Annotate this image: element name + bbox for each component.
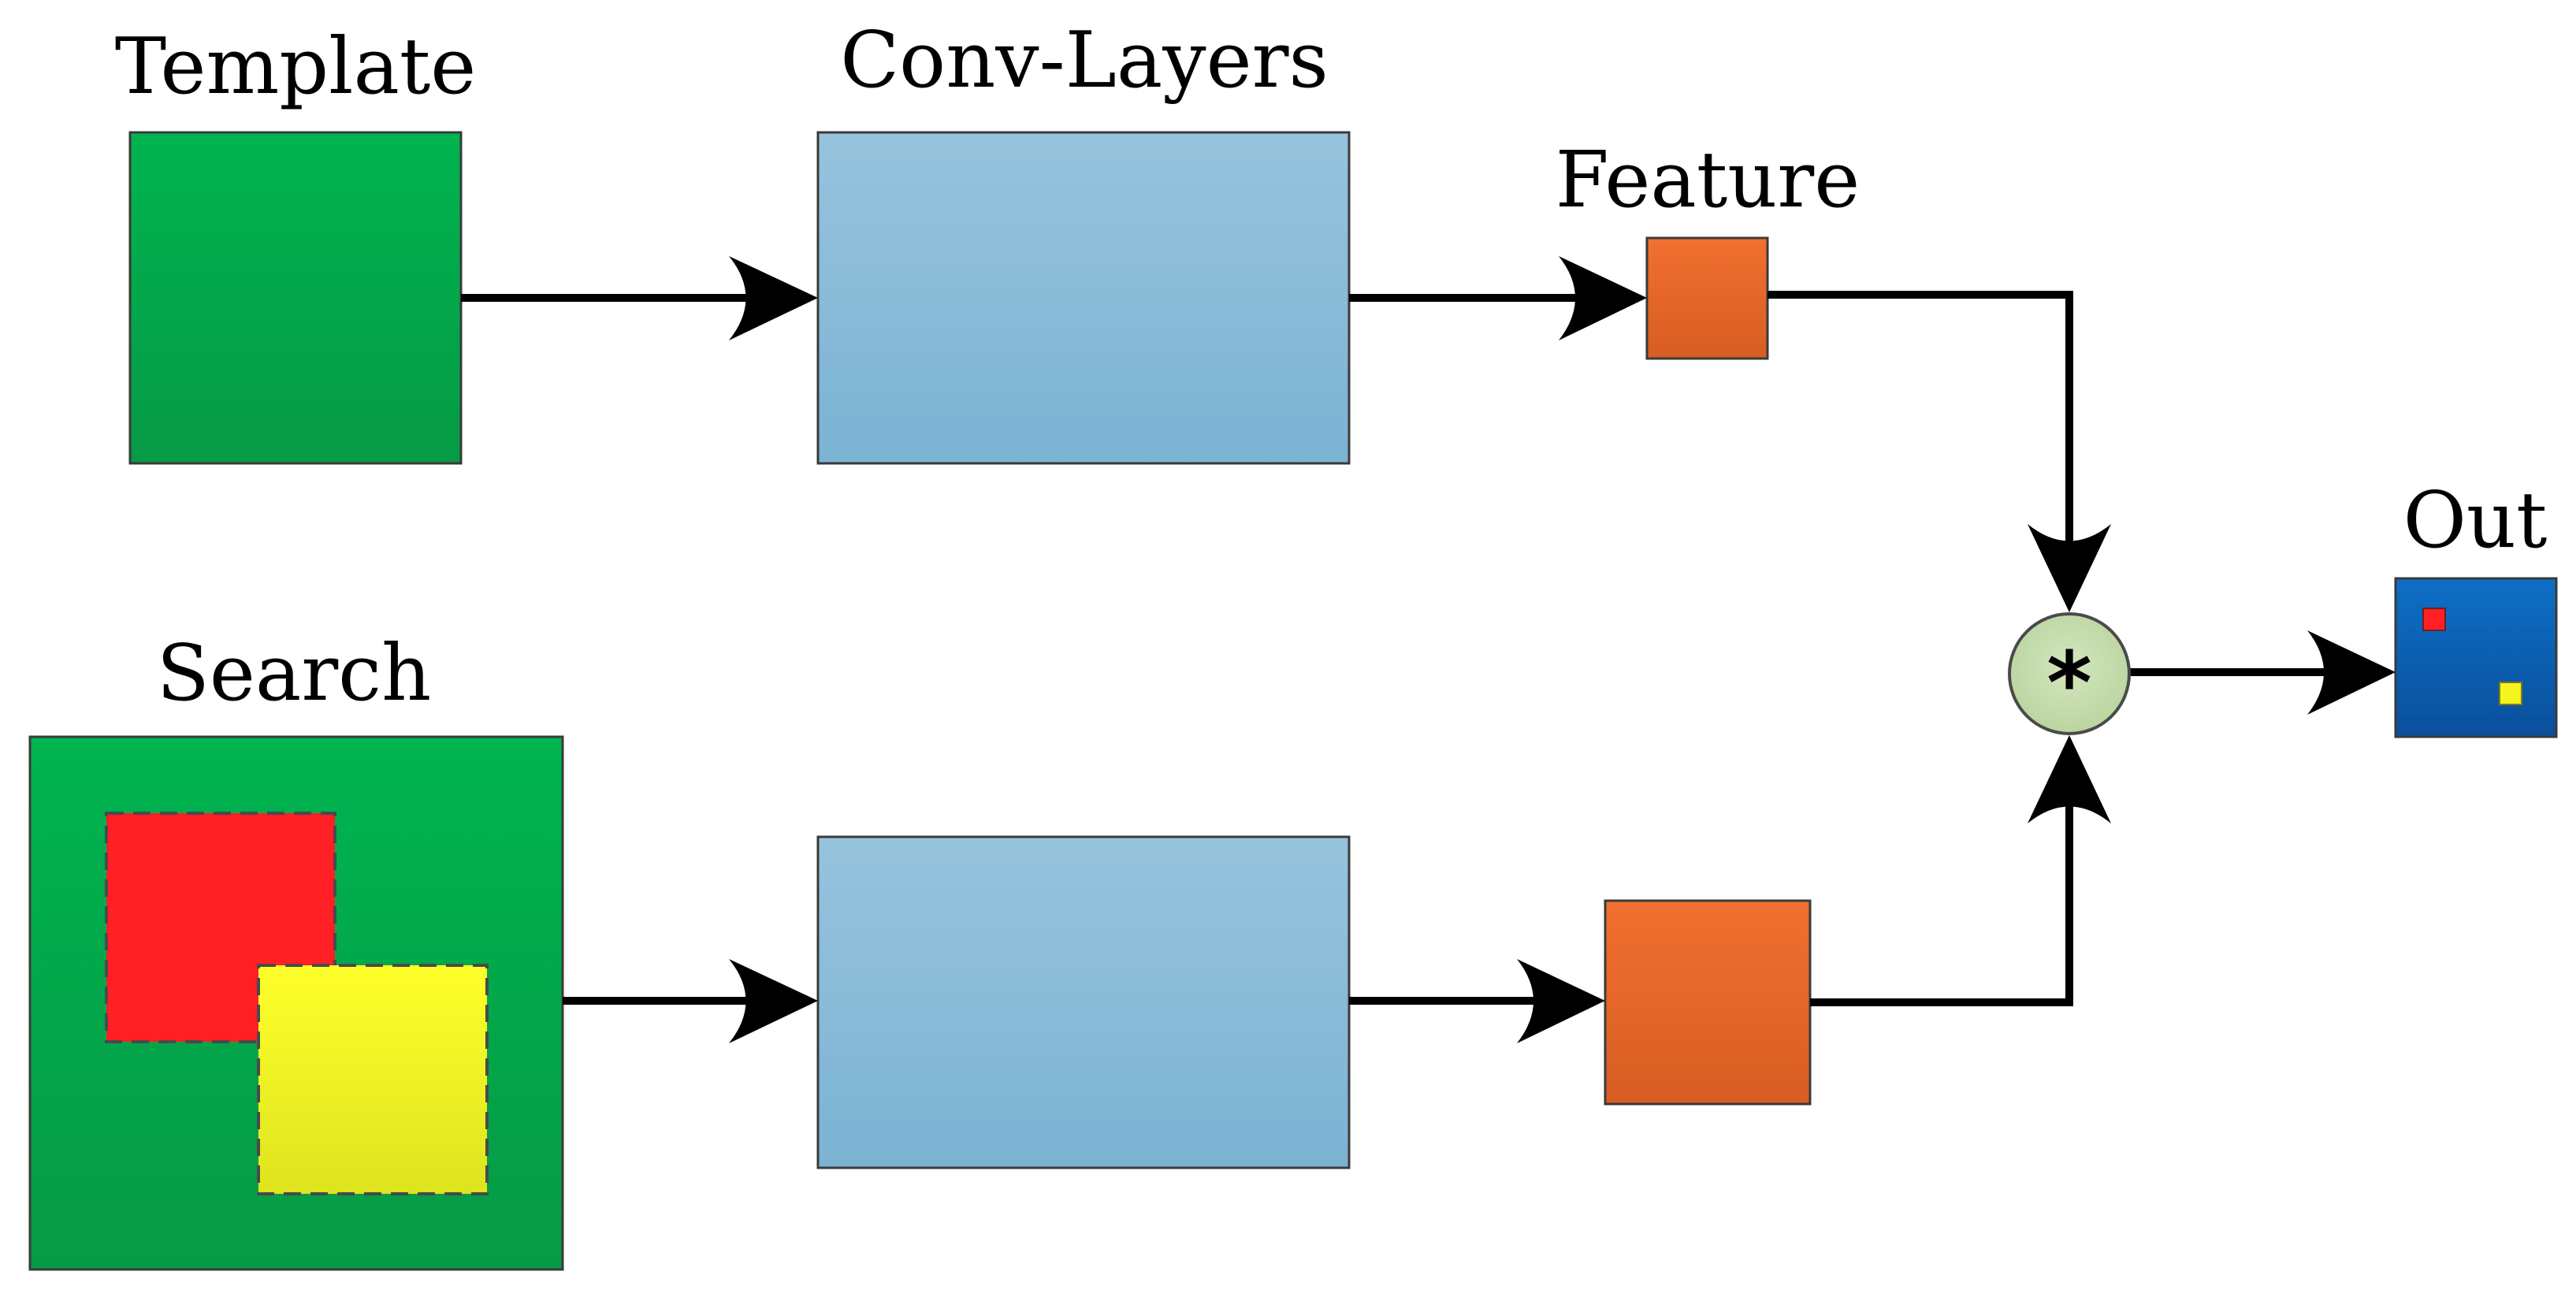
edge-feature-top-to-operator	[1768, 291, 2111, 612]
search-block	[28, 735, 564, 1271]
output-block	[2394, 577, 2558, 738]
conv-layers-block-top	[816, 131, 1351, 465]
search-yellow-region	[257, 964, 489, 1195]
edge-feature-bottom-to-operator	[1810, 735, 2111, 1006]
cross-correlation-operator: *	[2008, 612, 2131, 735]
conv-layers-block-bottom	[816, 835, 1351, 1169]
output-yellow-marker	[2499, 682, 2522, 705]
feature-label: Feature	[1556, 136, 1860, 225]
output-red-marker	[2422, 608, 2446, 631]
edge-conv-to-feature-top	[1349, 256, 1647, 340]
edge-template-to-conv	[461, 256, 818, 340]
edge-conv-to-feature-bottom	[1349, 959, 1605, 1043]
template-label: Template	[115, 22, 477, 112]
out-label: Out	[2403, 476, 2548, 566]
edge-operator-to-output	[2129, 630, 2396, 715]
conv-layers-label: Conv-Layers	[840, 16, 1329, 106]
search-label: Search	[157, 629, 431, 719]
feature-block-top	[1645, 236, 1769, 360]
operator-symbol: *	[2046, 633, 2092, 734]
edge-search-to-conv	[563, 959, 818, 1043]
template-block	[128, 131, 463, 465]
feature-block-bottom	[1604, 899, 1812, 1106]
